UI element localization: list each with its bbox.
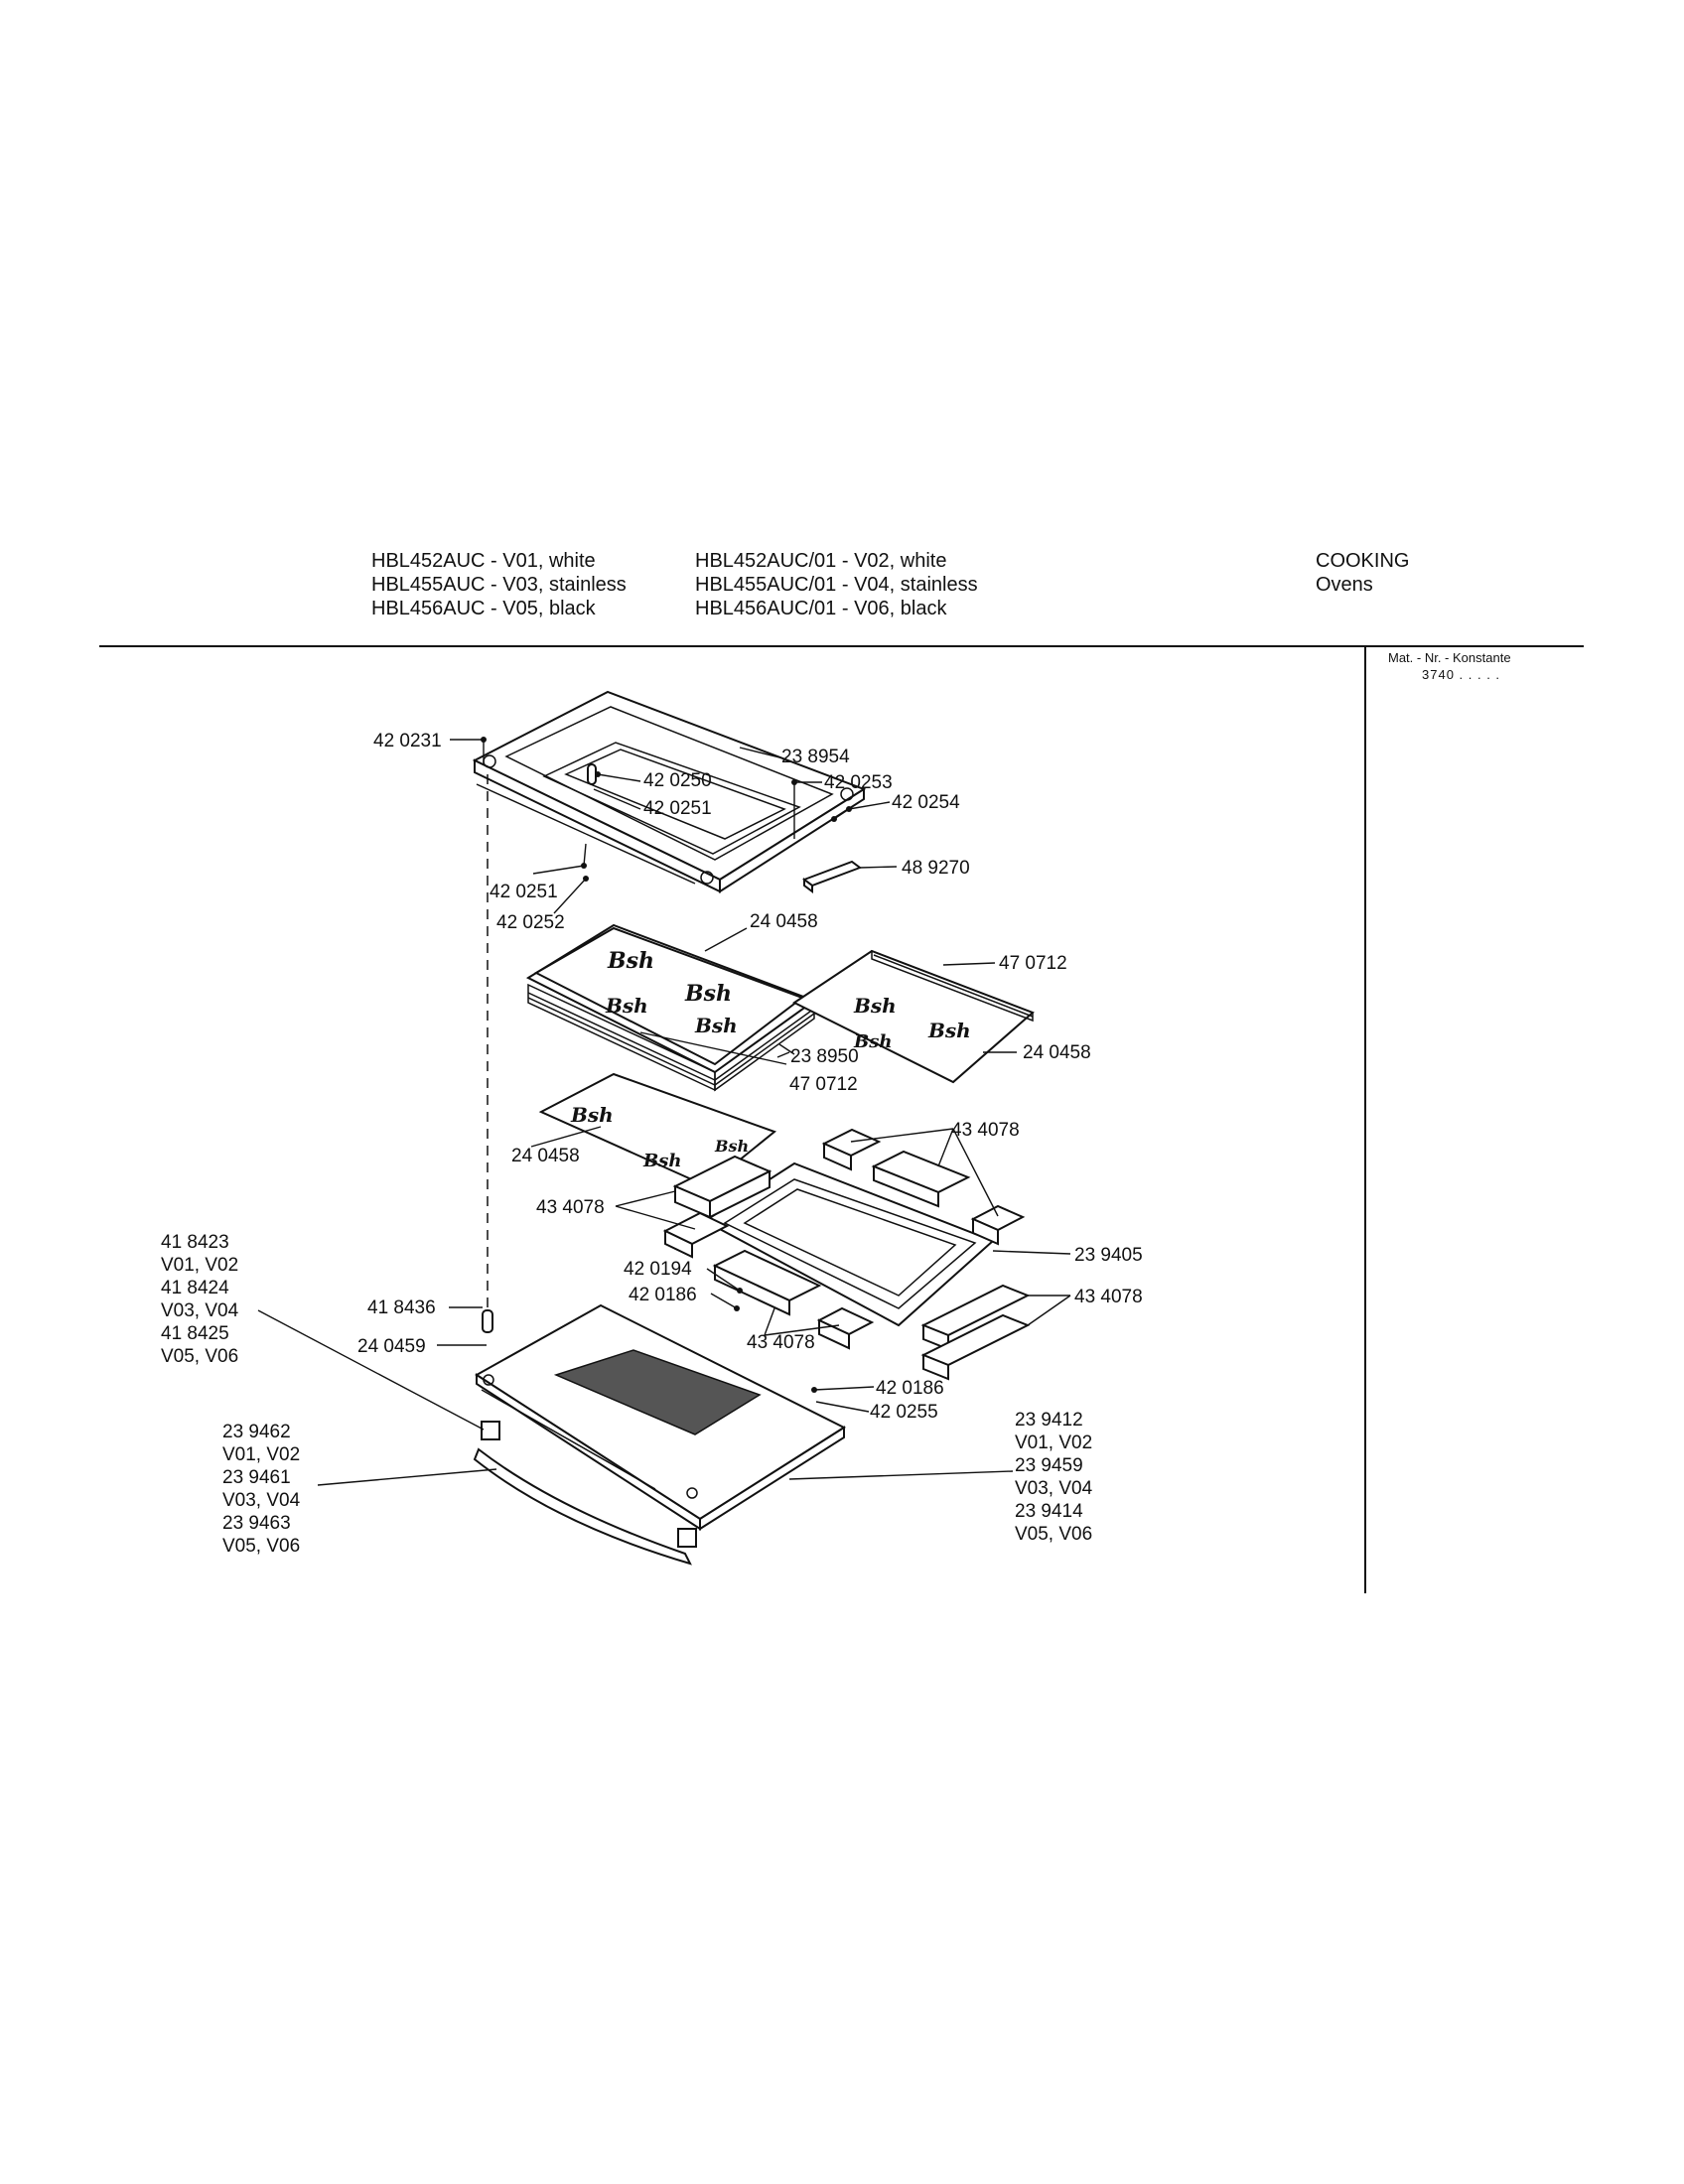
material-number-label: Mat. - Nr. - Konstante [1388, 650, 1511, 665]
material-number-value: 3740 . . . . . [1422, 667, 1501, 682]
part-label: 42 0255 [870, 1402, 938, 1423]
part-label: V05, V06 [1015, 1524, 1092, 1545]
part-label: 47 0712 [789, 1074, 858, 1095]
svg-text:Bsh: Bsh [714, 1137, 749, 1156]
part-label: 24 0458 [511, 1146, 580, 1166]
part-label: 42 0251 [643, 798, 712, 819]
screw-420250-icon [587, 763, 597, 785]
part-label: 23 9461 [222, 1467, 291, 1488]
door-handle [473, 1421, 697, 1566]
part-label: V05, V06 [222, 1536, 300, 1557]
part-label: V01, V02 [1015, 1433, 1092, 1453]
part-label: 43 4078 [536, 1197, 605, 1218]
part-label: 23 8950 [790, 1046, 859, 1067]
part-label: 42 0186 [629, 1285, 697, 1305]
header-rule [99, 645, 1584, 647]
model-list-left: HBL452AUC - V01, white HBL455AUC - V03, … [371, 549, 627, 620]
part-label: 42 0250 [643, 770, 712, 791]
part-label: V03, V04 [1015, 1478, 1093, 1499]
svg-text:Bsh: Bsh [642, 1151, 681, 1171]
part-label: V03, V04 [161, 1300, 239, 1321]
category-subtitle: Ovens [1316, 574, 1373, 596]
model-line: HBL452AUC - V01, white [371, 550, 596, 572]
part-group-left-top: 41 8423 V01, V02 41 8424 V03, V04 41 842… [161, 1232, 239, 1367]
category-block: COOKING Ovens [1316, 549, 1409, 597]
svg-text:Bsh: Bsh [927, 1019, 971, 1042]
part-label: 23 9405 [1074, 1245, 1143, 1266]
part-label: 43 4078 [747, 1332, 815, 1353]
model-line: HBL455AUC - V03, stainless [371, 574, 627, 596]
part-label: 47 0712 [999, 953, 1067, 974]
part-label: 43 4078 [951, 1120, 1020, 1141]
glass-print-icon: Bsh [607, 948, 654, 974]
part-label: 43 4078 [1074, 1287, 1143, 1307]
glass-pack-left: Bsh Bsh Bsh Bsh [525, 923, 817, 1092]
glass-print-icon: Bsh [694, 1014, 738, 1037]
part-label: 41 8436 [367, 1297, 436, 1318]
part-label: 42 0251 [490, 882, 558, 902]
leader-dots [481, 737, 852, 1393]
door-top-frame [472, 690, 867, 893]
side-column-rule [1364, 645, 1366, 1593]
part-label: 48 9270 [902, 858, 970, 879]
part-label: V03, V04 [222, 1490, 301, 1511]
category-title: COOKING [1316, 550, 1410, 572]
part-label: 24 0459 [357, 1336, 426, 1357]
part-label: 42 0194 [624, 1259, 692, 1280]
part-label: 23 8954 [781, 747, 850, 767]
part-label: 24 0458 [750, 911, 818, 932]
part-label: 42 0254 [892, 792, 960, 813]
part-label: 23 9463 [222, 1513, 291, 1534]
door-bottom-panel [475, 1303, 847, 1531]
glass-print-icon: Bsh [605, 994, 648, 1018]
svg-text:Bsh: Bsh [853, 1031, 892, 1052]
svg-text:Bsh: Bsh [853, 994, 897, 1018]
model-line: HBL456AUC - V05, black [371, 598, 596, 619]
part-label: V05, V06 [161, 1346, 238, 1367]
glass-pane-right: Bsh Bsh Bsh [792, 949, 1035, 1084]
model-line: HBL456AUC/01 - V06, black [695, 598, 947, 619]
model-line: HBL455AUC/01 - V04, stainless [695, 574, 978, 596]
part-label: 41 8424 [161, 1278, 229, 1298]
pin-418436-icon [482, 1309, 493, 1333]
part-label: 42 0231 [373, 731, 442, 751]
bracket-489270 [801, 860, 863, 893]
part-label: V01, V02 [222, 1444, 300, 1465]
part-group-left-bottom: 23 9462 V01, V02 23 9461 V03, V04 23 946… [222, 1422, 301, 1557]
part-group-right: 23 9412 V01, V02 23 9459 V03, V04 23 941… [1015, 1410, 1093, 1545]
glass-print-icon: Bsh [684, 981, 732, 1007]
part-label: V01, V02 [161, 1255, 238, 1276]
part-label: 23 9462 [222, 1422, 291, 1442]
part-label: 23 9459 [1015, 1455, 1083, 1476]
part-label: 41 8425 [161, 1323, 229, 1344]
part-label: 23 9414 [1015, 1501, 1083, 1522]
model-list-right: HBL452AUC/01 - V02, white HBL455AUC/01 -… [695, 549, 978, 620]
spacer-blocks-434078 [662, 1128, 1031, 1381]
glass-pane-left-bottom: Bsh Bsh Bsh [538, 1072, 777, 1188]
part-label: 23 9412 [1015, 1410, 1083, 1431]
part-label: 42 0186 [876, 1378, 944, 1399]
leader-lines [257, 739, 1071, 1486]
part-label: 42 0253 [824, 772, 893, 793]
part-label: 42 0252 [496, 912, 565, 933]
part-label: 41 8423 [161, 1232, 229, 1253]
part-label: 24 0458 [1023, 1042, 1091, 1063]
model-line: HBL452AUC/01 - V02, white [695, 550, 947, 572]
svg-text:Bsh: Bsh [570, 1103, 614, 1127]
